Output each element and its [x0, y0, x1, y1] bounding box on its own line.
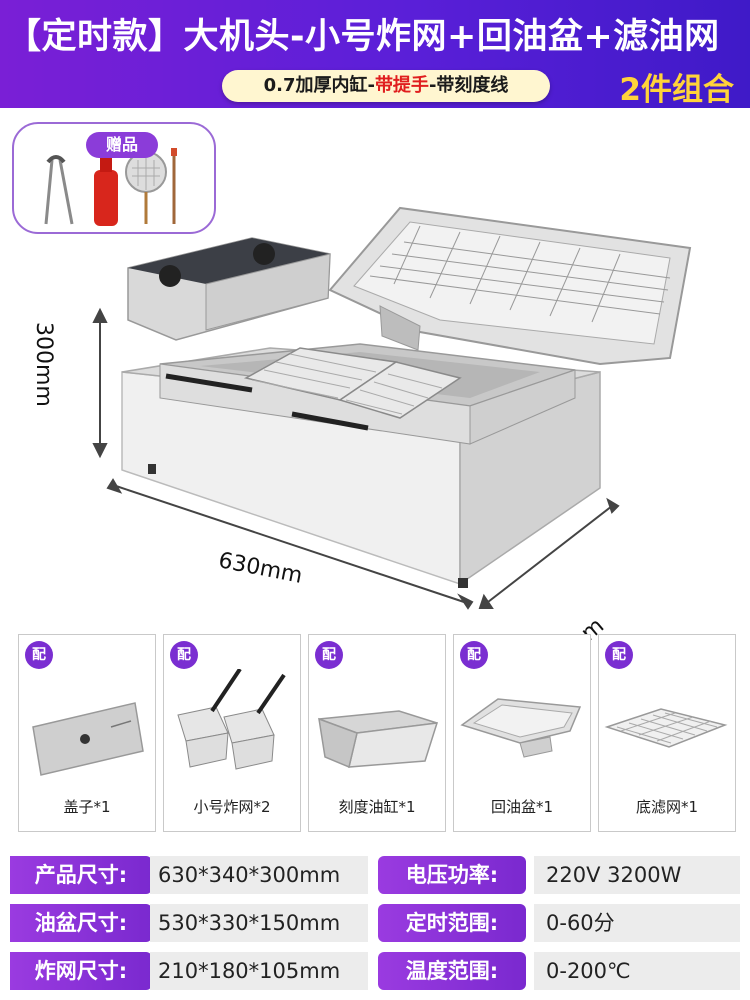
spec-row: 油盆尺寸: 530*330*150mm 定时范围: 0-60分	[0, 904, 750, 944]
accessory-label: 回油盆*1	[490, 798, 554, 816]
spec-value: 630*340*300mm	[150, 856, 368, 894]
accessory-card-bottom-filter: 配 底滤网*1	[598, 634, 736, 832]
basket-icon	[177, 669, 286, 770]
tongs-icon	[44, 155, 74, 225]
accessory-badge: 配	[460, 641, 488, 669]
skewer-icon	[171, 148, 177, 224]
feature-suffix: -带刻度线	[428, 75, 509, 96]
spec-value: 0-60分	[534, 904, 740, 942]
accessory-label: 刻度油缸*1	[338, 798, 416, 816]
accessory-badge: 配	[170, 641, 198, 669]
accessories-row: 配 盖子*1 配 小号炸网*2 配 刻度油缸*1 配	[18, 634, 742, 832]
gift-label: 赠品	[86, 132, 158, 158]
spec-key: 电压功率:	[378, 856, 526, 894]
drain-tray	[328, 206, 692, 366]
feature-highlight: 带提手	[374, 75, 429, 96]
gift-box: 赠品	[12, 122, 216, 234]
accessory-label: 底滤网*1	[635, 798, 699, 816]
drain-tray-icon	[460, 698, 582, 758]
spec-row: 炸网尺寸: 210*180*105mm 温度范围: 0-200℃	[0, 952, 750, 992]
spec-table: 产品尺寸: 630*340*300mm 电压功率: 220V 3200W 油盆尺…	[0, 856, 750, 1000]
combo-label: 2件组合	[619, 72, 734, 108]
header-banner: 【定时款】大机头-小号炸网+回油盆+滤油网 0.7加厚内缸-带提手-带刻度线 2…	[0, 0, 750, 108]
fry-baskets	[165, 347, 462, 431]
accessory-card-oil-tank: 配 刻度油缸*1	[308, 634, 446, 832]
spec-value: 210*180*105mm	[150, 952, 368, 990]
control-head	[127, 237, 331, 341]
height-dimension-label: 300mm	[31, 322, 56, 407]
accessory-card-baskets: 配 小号炸网*2	[163, 634, 301, 832]
spec-value: 530*330*150mm	[150, 904, 368, 942]
spec-value: 0-200℃	[534, 952, 740, 990]
filter-rack-icon	[604, 708, 728, 748]
spec-row: 产品尺寸: 630*340*300mm 电压功率: 220V 3200W	[0, 856, 750, 896]
accessory-badge: 配	[605, 641, 633, 669]
spec-key: 温度范围:	[378, 952, 526, 990]
spec-key: 油盆尺寸:	[10, 904, 152, 942]
accessory-label: 盖子*1	[63, 798, 111, 816]
feature-pill: 0.7加厚内缸-带提手-带刻度线	[222, 70, 550, 102]
feature-prefix: 0.7加厚内缸-	[263, 75, 375, 96]
spec-key: 炸网尺寸:	[10, 952, 152, 990]
accessory-badge: 配	[25, 641, 53, 669]
spec-key: 产品尺寸:	[10, 856, 152, 894]
accessory-card-drain-tray: 配 回油盆*1	[453, 634, 591, 832]
spec-key: 定时范围:	[378, 904, 526, 942]
spec-value: 220V 3200W	[534, 856, 740, 894]
accessory-badge: 配	[315, 641, 343, 669]
lid-icon	[32, 702, 144, 776]
accessory-label: 小号炸网*2	[193, 798, 271, 816]
accessory-card-lid: 配 盖子*1	[18, 634, 156, 832]
dimension-lines	[92, 307, 620, 610]
oil-tank-icon	[318, 710, 439, 769]
product-stage: 赠品	[0, 108, 750, 687]
product-title: 【定时款】大机头-小号炸网+回油盆+滤油网	[6, 17, 720, 57]
fryer-illustration	[92, 206, 692, 610]
